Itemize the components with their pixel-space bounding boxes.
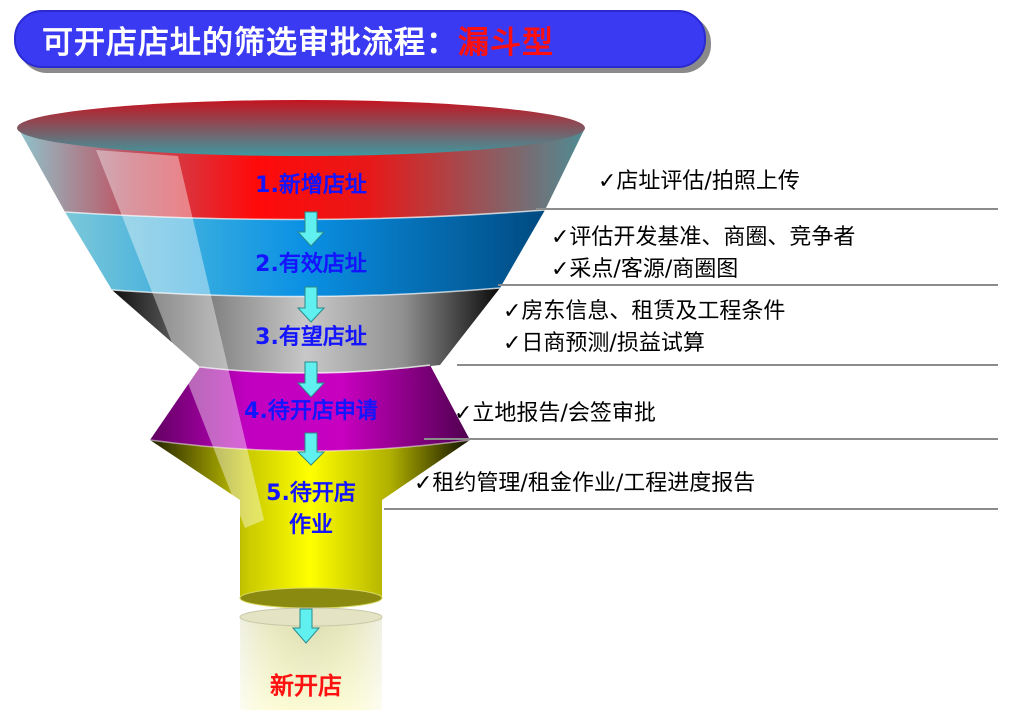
funnel-highlight — [96, 150, 264, 528]
stage-4-label: 4.待开店申请 — [244, 399, 378, 424]
stage-3-label: 3.有望店址 — [255, 325, 367, 350]
stage-5-label-line1: 5.待开店 — [266, 481, 356, 506]
stage-3-band — [112, 288, 500, 374]
title-banner: 可开店店址的筛选审批流程：漏斗型 — [14, 10, 706, 68]
page-title: 可开店店址的筛选审批流程：漏斗型 — [42, 17, 554, 62]
arrow-down-icon — [296, 361, 326, 398]
divider — [498, 284, 998, 286]
flow-arrows — [291, 211, 326, 644]
note-stage-3-line-1: ✓房东信息、租赁及工程条件 — [503, 299, 786, 324]
stage-2-band — [65, 210, 545, 297]
stage-2-label: 2.有效店址 — [255, 252, 367, 277]
note-stage-5-line-1: ✓租约管理/租金作业/工程进度报告 — [414, 471, 756, 496]
divider — [457, 364, 998, 366]
note-stage-3-line-2: ✓日商预测/损益试算 — [503, 331, 705, 356]
arrow-down-icon — [296, 286, 326, 323]
divider — [424, 438, 998, 440]
stage-5-label-line2: 作业 — [288, 513, 333, 538]
arrow-down-icon — [296, 211, 326, 247]
title-main: 可开店店址的筛选审批流程： — [42, 24, 458, 61]
divider — [384, 508, 998, 510]
arrow-down-icon — [291, 608, 321, 644]
note-stage-4-line-1: ✓立地报告/会签审批 — [454, 401, 656, 426]
funnel-top — [17, 100, 585, 156]
note-stage-2-line-2: ✓采点/客源/商圈图 — [551, 257, 739, 282]
title-accent: 漏斗型 — [458, 24, 554, 61]
note-stage-2-line-1: ✓评估开发基准、商圈、竞争者 — [551, 225, 856, 250]
stage-5-band — [150, 440, 470, 609]
stage-4-band — [150, 365, 470, 451]
divider — [536, 208, 998, 210]
stage-1-label: 1.新增店址 — [255, 173, 367, 198]
note-stage-1-line-1: ✓店址评估/拍照上传 — [598, 169, 800, 194]
arrow-down-icon — [296, 432, 326, 466]
result-label: 新开店 — [270, 672, 342, 700]
